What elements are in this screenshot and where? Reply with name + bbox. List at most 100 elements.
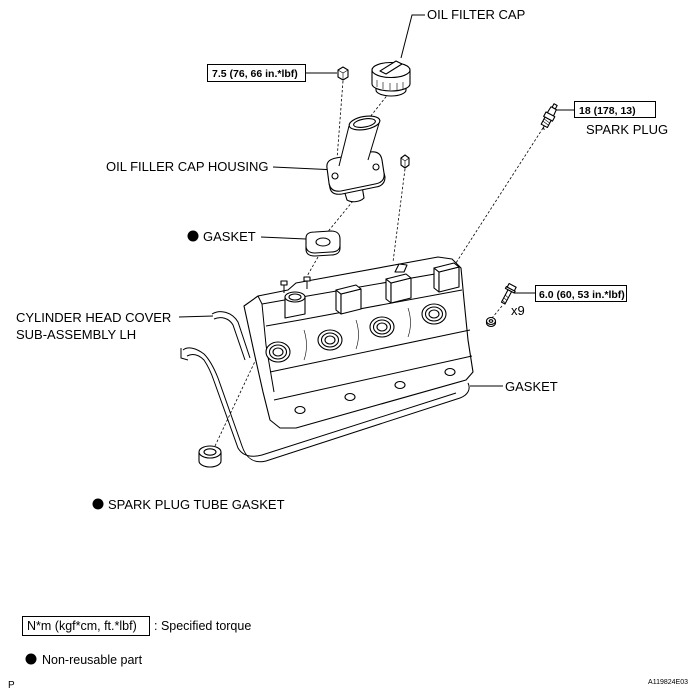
cover-gasket-upper-outer [211,311,251,359]
oil-filter-cap-grip [379,60,403,75]
housing-gasket [305,230,341,257]
spark-plug-thread [540,116,552,129]
hole-1-inner [272,347,284,357]
legend-non-reusable-marker-icon [25,653,37,665]
housing-gasket-hole [315,237,331,247]
leader-cylinder-head-cover [178,315,214,318]
cover-bolt-boss-2 [344,392,356,402]
label-spark-plug-tube-gasket: SPARK PLUG TUBE GASKET [108,497,285,512]
oil-filler-cap-housing [326,115,386,203]
non-reusable-marker-tube-gasket [92,498,104,510]
label-cylinder-head-cover-line1: CYLINDER HEAD COVER [16,310,171,325]
torque-box-spark-plug: 18 (178, 13) [574,101,656,118]
cover-bolt-boss-4 [444,367,456,377]
cover-left-end [257,295,275,393]
tower-2-top-face [385,273,412,284]
housing-nut-2 [400,154,410,169]
filler-neck-opening [288,293,302,301]
cover-spark-plug-hole-4 [421,303,447,325]
dashed-line-housing-to-gasket [325,200,354,235]
torque-value-housing-nut: 7.5 (76, 66 in.*lbf) [212,68,298,80]
cover-spark-plug-hole-1 [265,341,291,363]
dashed-line-bolt-to-washer [491,305,503,319]
torque-value-spark-plug: 18 (178, 13) [579,105,636,117]
torque-box-housing-nut-frame [207,64,306,82]
cover-bolt-head [506,282,517,292]
torque-box-spark-plug-frame [574,101,656,118]
label-cover-bolt-quantity: x9 [511,303,525,318]
cover-gasket-tab [180,348,189,361]
leader-oil-filter-cap [400,14,425,59]
leader-oil-filler-cap-housing [272,166,338,171]
housing-flange-hole-right [372,163,380,171]
dashed-line-cap-to-housing [369,92,390,118]
cover-gasket-inner-rail [186,354,457,457]
cover-front-face-line [269,329,471,373]
oil-filter-cap-ribs [376,80,404,90]
tower-3-top-face [433,262,460,273]
cover-tower-2 [385,263,412,304]
housing-nut-edge [337,69,349,80]
housing-nut [337,66,349,81]
cover-flange-line [273,355,473,401]
hole-4-inner [428,309,440,319]
tower-1-top-face [335,284,362,295]
non-reusable-marker-housing-gasket [187,230,199,242]
torque-box-cover-bolt: 6.0 (60, 53 in.*lbf) [535,285,627,302]
label-oil-filter-cap: OIL FILTER CAP [427,7,525,22]
legend: N*m (kgf*cm, ft.*lbf) : Specified torque… [22,616,251,667]
hole-3-inner [376,322,388,332]
cover-spark-plug-hole-2 [317,329,343,351]
label-housing-gasket: GASKET [203,229,256,244]
filler-neck-stud-left-nut [280,280,288,286]
hole-2-inner [324,335,336,345]
housing-tube-fill [339,120,380,170]
cover-breather-tab [394,263,408,273]
legend-non-reusable: Non-reusable part [42,653,143,667]
tube-gasket-hole [203,448,217,456]
cover-ribs [303,307,411,361]
spark-plug [540,103,558,130]
housing-tube-opening-inner [353,118,376,128]
legend-torque-unit-frame [22,616,150,636]
dashed-line-spark-plug-to-cover [444,127,544,281]
washer-hole [488,319,494,323]
cylinder-head-cover [243,256,474,429]
leader-lines [178,14,574,387]
dashed-line-nut-to-flange [335,80,344,173]
label-oil-filler-cap-housing: OIL FILLER CAP HOUSING [106,159,269,174]
label-cylinder-head-cover-line2: SUB-ASSEMBLY LH [16,327,136,342]
label-cover-gasket: GASKET [505,379,558,394]
spark-plug-thread-lines [542,118,550,126]
cover-bolt-shaft [500,289,513,305]
cover-bolt-thread-lines [502,294,509,304]
housing-tube-sides [338,119,381,167]
torque-box-housing-nut: 7.5 (76, 66 in.*lbf) [207,64,306,82]
cover-bolt-boss-1 [294,405,306,415]
cover-bolt [500,282,517,305]
cover-bolt-boss-3 [394,380,406,390]
housing-nut-2-edge [400,157,410,168]
cover-bolt-washer [485,316,497,328]
dashed-line-nut2-to-cover [392,168,406,263]
spark-plug-tube-gasket [198,445,222,468]
oil-filter-cap [371,60,411,97]
spark-plug-electrode [542,125,545,130]
cover-gasket-upper-inner [213,317,246,361]
legend-torque-desc: : Specified torque [154,619,251,633]
cover-gasket-outer-rail [182,347,470,463]
cover-spark-plug-hole-3 [369,316,395,338]
cover-tower-3 [433,262,460,293]
housing-flange-hole-left [331,172,339,180]
torque-value-cover-bolt: 6.0 (60, 53 in.*lbf) [539,289,625,301]
torque-box-cover-bolt-frame [535,285,627,302]
filler-neck-body [284,297,306,319]
cover-gasket [180,311,470,463]
leader-housing-gasket [260,236,307,240]
figure-id: A119824E03 [648,679,688,686]
cover-tower-1 [335,284,362,315]
legend-torque-unit: N*m (kgf*cm, ft.*lbf) [27,619,137,633]
label-spark-plug: SPARK PLUG [586,122,668,137]
page-marker: P [8,680,15,691]
cover-shelf-line [265,289,463,327]
